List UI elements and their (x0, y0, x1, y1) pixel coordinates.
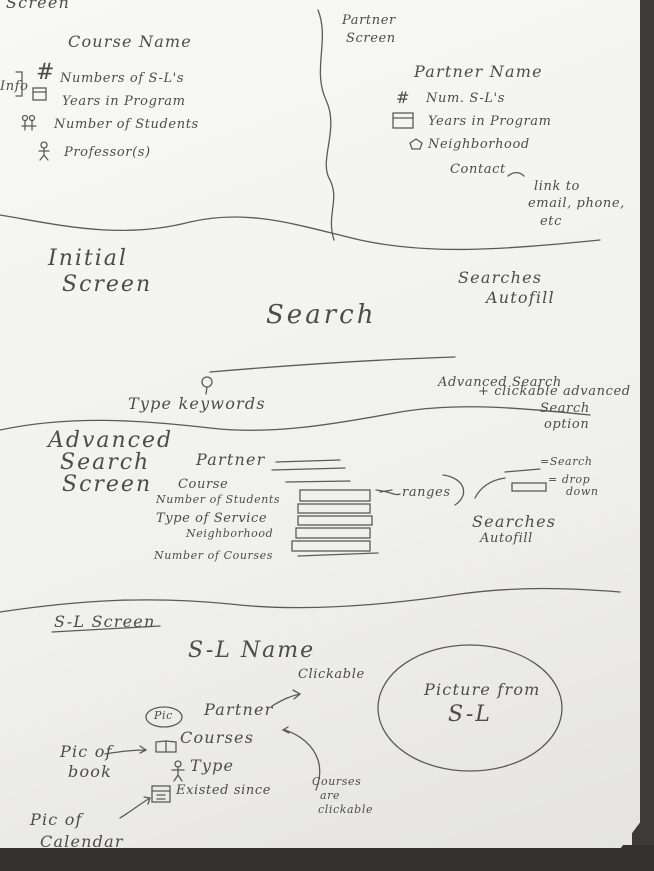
courses-note: Courses (312, 775, 362, 788)
sl-screen-title: S-L Screen (54, 612, 156, 631)
search-icon (201, 376, 213, 388)
desk-background-bottom (0, 845, 654, 871)
divider-lower (0, 587, 621, 613)
partner-name: Partner Name (414, 62, 543, 81)
dropdown-note: = drop (548, 473, 591, 486)
students-box (299, 489, 371, 502)
calendar-icon (151, 785, 171, 803)
sl-courses: Courses (180, 728, 255, 747)
courses-note: clickable (318, 803, 374, 816)
field-label-course: Course (178, 477, 229, 492)
sl-existed-since: Existed since (176, 783, 271, 798)
autofill-label-2: Autofill (486, 288, 555, 307)
sl-title-underline (51, 625, 161, 633)
divider-vertical (317, 9, 335, 241)
search-label: Search (266, 300, 377, 330)
partner-item: Contact (450, 162, 506, 177)
pic-of-book-2: book (68, 762, 113, 781)
courses-note: are (320, 789, 341, 802)
partner-screen-title: Partner (342, 13, 396, 28)
partner-item: Years in Program (428, 114, 552, 129)
advanced-note: option (544, 417, 590, 432)
advanced-note: Search (540, 401, 590, 416)
contact-note: link to (534, 179, 580, 194)
field-label-partner: Partner (196, 450, 266, 469)
partner-line (275, 459, 341, 463)
neighborhood-box (295, 527, 371, 539)
course-item: Professor(s) (64, 145, 151, 160)
ranges-bracket (375, 489, 401, 496)
field-label-courses: Number of Courses (154, 549, 274, 562)
contact-arrow (507, 171, 525, 177)
search-line (504, 468, 541, 473)
divider-middle (0, 406, 591, 431)
sl-partner: Partner (204, 700, 274, 719)
field-label-students: Number of Students (156, 493, 281, 506)
partner-item: Neighborhood (428, 137, 530, 152)
ranges-arc (442, 474, 465, 506)
course-name: Course Name (68, 32, 192, 51)
calendar-arrow (119, 797, 151, 819)
paper-sheet (0, 0, 640, 848)
partner-screen-title-2: Screen (346, 31, 396, 46)
initial-screen-title-2: Screen (62, 272, 153, 297)
contact-note: email, phone, (528, 196, 625, 211)
pic-label: Pic (154, 709, 173, 722)
field-label-service: Type of Service (156, 511, 268, 526)
course-item: Number of Students (54, 117, 199, 132)
brace-arc (474, 477, 506, 499)
clickable-note: Clickable (298, 667, 365, 682)
neighborhood-icon (409, 138, 423, 150)
picture-label-2: S-L (448, 702, 492, 727)
advanced-autofill-2: Autofill (480, 531, 533, 546)
initial-screen-title: Initial (48, 246, 128, 271)
dropdown-note-2: down (566, 485, 599, 498)
type-keywords: Type keywords (128, 394, 266, 413)
advanced-screen-title-2: Search (60, 450, 151, 475)
advanced-screen-title-3: Screen (62, 472, 153, 497)
search-underline (209, 356, 456, 373)
course-line (285, 480, 351, 483)
book-arrow (104, 749, 147, 755)
field-label-neighborhood: Neighborhood (186, 527, 274, 540)
partner-calendar-icon (392, 112, 414, 129)
sl-name: S-L Name (188, 638, 316, 663)
contact-note: etc (540, 214, 562, 229)
service-box (297, 515, 373, 526)
calendar-small-icon (32, 87, 47, 101)
advanced-screen-title: Advanced (48, 428, 174, 453)
clickable-arrow (271, 693, 301, 707)
ranges-label: ranges (402, 485, 451, 500)
picture-label: Picture from (424, 680, 541, 699)
hash-symbol: # (36, 60, 57, 85)
pic-of-calendar-2: Calendar (40, 832, 124, 851)
course-screen-title: Screen (6, 0, 71, 12)
sl-type: Type (190, 756, 235, 775)
partner-hash: # (396, 88, 411, 107)
course-item: Numbers of S-L's (60, 71, 185, 86)
courses-note-arrow (284, 729, 321, 791)
advanced-autofill: Searches (472, 512, 557, 531)
autofill-label: Searches (458, 268, 543, 287)
professor-icon (40, 141, 48, 149)
book-icon (155, 740, 177, 753)
divider-top (0, 214, 601, 251)
search-note: =Search (540, 455, 593, 468)
course-item: Years in Program (62, 94, 186, 109)
info-bracket (15, 71, 23, 97)
courses-box (291, 540, 371, 552)
partner-item: Num. S-L's (426, 91, 505, 106)
pic-oval (145, 706, 183, 728)
advanced-note: Advanced Search (438, 375, 562, 390)
dropdown-box (511, 482, 547, 492)
picture-ellipse (377, 644, 563, 772)
advanced-note: + clickable advanced (478, 384, 631, 399)
pic-of-calendar: Pic of (30, 810, 83, 829)
info-label: Info (0, 79, 29, 94)
students-icon (21, 114, 29, 122)
pic-of-book: Pic of (60, 742, 113, 761)
